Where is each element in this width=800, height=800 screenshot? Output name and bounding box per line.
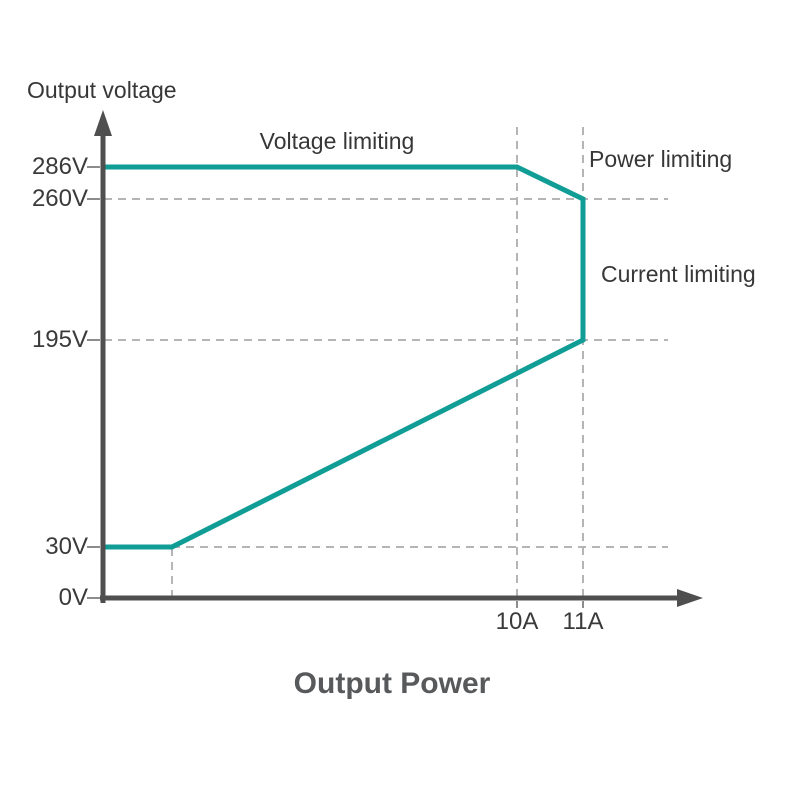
annotation-voltage-limiting: Voltage limiting [259, 128, 415, 154]
y-axis-arrowhead [94, 110, 112, 136]
y-tick-label: 260V [31, 185, 88, 212]
x-tick-label: 11A [562, 608, 604, 635]
y-tick-label: 195V [31, 326, 88, 353]
y-axis-title: Output voltage [27, 77, 177, 103]
y-tick-label: 0V [58, 584, 88, 611]
x-axis-arrowhead [677, 589, 703, 607]
chart-title: Output Power [293, 667, 491, 700]
vi-characteristic-curve [103, 164, 586, 550]
annotation-power-limiting: Power limiting [589, 146, 733, 172]
y-tick-label: 286V [31, 153, 88, 180]
y-tick-label: 30V [45, 533, 88, 560]
annotation-current-limiting: Current limiting [601, 261, 756, 287]
x-tick-label: 10A [495, 608, 539, 635]
